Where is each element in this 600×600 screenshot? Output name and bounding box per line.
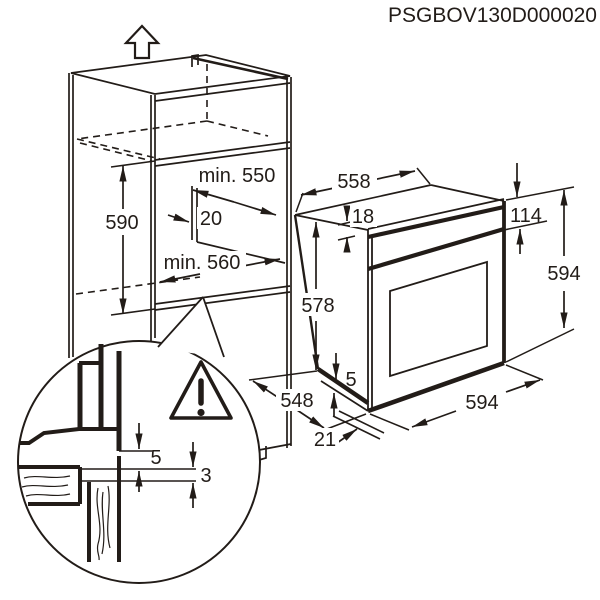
dim-label-rear-gap: 20 (200, 208, 222, 230)
dim-label-base-offset: 21 (314, 429, 336, 451)
dim-label-panel-height: 114 (510, 205, 542, 227)
dim-cabinet-width (159, 258, 281, 283)
dim-oven-front-height (505, 186, 575, 363)
cabinet-hidden-edges (75, 64, 269, 295)
dim-label-bottom-trim: 5 (345, 369, 356, 391)
part-number: PSGBOV130D000020 (388, 4, 597, 27)
dim-label-shelf-gap: 3 (200, 465, 211, 487)
oven-door-window (389, 260, 488, 378)
oven-drawing (293, 184, 506, 440)
dim-oven-front-width (369, 364, 544, 431)
dim-cabinet-depth (192, 189, 277, 216)
dim-label-body-height: 578 (301, 295, 334, 317)
dim-oven-bottom-trim (330, 353, 340, 417)
dim-label-front-height: 594 (547, 263, 580, 285)
dim-label-niche-width: min. 560 (164, 252, 241, 274)
dim-label-top-width: 558 (337, 171, 370, 193)
dim-panel-height (503, 163, 548, 254)
warning-icon (169, 360, 233, 420)
dim-label-body-depth: 548 (280, 390, 313, 412)
dim-label-niche-depth: min. 550 (199, 165, 276, 187)
dim-label-top-trim: 18 (352, 206, 374, 228)
dim-label-front-width: 594 (465, 392, 498, 414)
wood-grain (21, 475, 111, 561)
dim-label-niche-height: 590 (105, 212, 138, 234)
dim-label-door-gap: 5 (150, 447, 161, 469)
dim-cabinet-height (110, 160, 156, 316)
mounting-cross-section (19, 344, 196, 562)
dim-rear-gap (167, 213, 190, 223)
cabinet-drawing (68, 53, 292, 461)
detail-callout (17, 296, 261, 584)
up-arrow-icon (123, 24, 161, 60)
detail-circle (17, 340, 261, 584)
dim-base-offset (336, 428, 358, 444)
